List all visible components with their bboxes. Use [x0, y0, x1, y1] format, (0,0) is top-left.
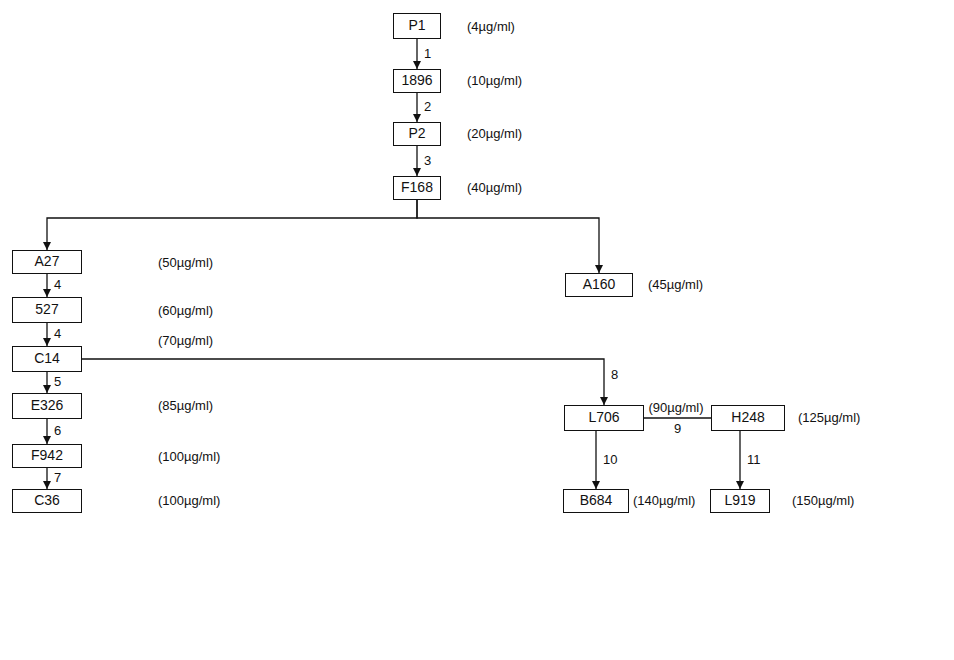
concentration-label: (50µg/ml) [158, 256, 213, 271]
concentration-label: (60µg/ml) [158, 304, 213, 319]
lineage-arrow [416, 93, 417, 122]
concentration-label: (45µg/ml) [648, 278, 703, 293]
strain-name: C36 [34, 493, 60, 508]
strain-box: E326 [12, 393, 82, 419]
concentration-label: (100µg/ml) [158, 450, 220, 465]
lineage-arrow [46, 419, 47, 444]
lineage-arrow [46, 323, 47, 346]
strain-box: P2 [393, 122, 441, 146]
strain-box: F168 [393, 176, 441, 200]
strain-box: L706 [564, 405, 644, 431]
strain-name: F942 [31, 448, 63, 463]
strain-box: 527 [12, 297, 82, 323]
step-number: 1 [423, 47, 432, 61]
strain-name: A27 [35, 254, 60, 269]
concentration-label: (85µg/ml) [158, 399, 213, 414]
strain-name: E326 [31, 398, 64, 413]
strain-box: C14 [12, 346, 82, 372]
concentration-label: (40µg/ml) [467, 181, 522, 196]
lineage-arrow [46, 274, 47, 297]
strain-name: A160 [583, 277, 616, 292]
strain-box: A160 [565, 273, 633, 297]
strain-name: P2 [408, 126, 425, 141]
strain-name: 1896 [401, 73, 432, 88]
step-number: 11 [746, 453, 762, 467]
step-number: 4 [53, 278, 62, 292]
step-number: 7 [53, 471, 62, 485]
strain-name: C14 [34, 351, 60, 366]
strain-name: H248 [731, 410, 764, 425]
lineage-arrow [644, 417, 711, 418]
step-number: 10 [602, 453, 618, 467]
concentration-label: (100µg/ml) [158, 494, 220, 509]
strain-name: P1 [408, 18, 425, 33]
strain-box: L919 [710, 489, 770, 513]
step-number: 6 [53, 424, 62, 438]
step-number: 8 [610, 368, 619, 382]
lineage-arrow [595, 431, 596, 489]
lineage-arrow [46, 372, 47, 393]
strain-name: B684 [580, 493, 613, 508]
step-number: 3 [423, 154, 432, 168]
lineage-arrow [416, 39, 417, 69]
concentration-label: (10µg/ml) [467, 74, 522, 89]
lineage-arrow [739, 431, 740, 489]
lineage-arrow [47, 200, 417, 250]
concentration-label: (4µg/ml) [467, 20, 515, 35]
lineage-arrow [416, 146, 417, 176]
step-number: 9 [673, 422, 682, 436]
strain-box: C36 [12, 489, 82, 513]
strain-box: F942 [12, 444, 82, 468]
strain-name: 527 [35, 302, 58, 317]
concentration-label: (150µg/ml) [792, 494, 854, 509]
strain-box: B684 [563, 489, 629, 513]
concentration-label: (70µg/ml) [158, 334, 213, 349]
strain-box: P1 [393, 13, 441, 39]
strain-box: 1896 [393, 69, 441, 93]
concentration-label: (140µg/ml) [633, 494, 695, 509]
concentration-label: (125µg/ml) [798, 411, 860, 426]
strain-box: A27 [12, 250, 82, 274]
step-number: 4 [53, 327, 62, 341]
step-number: 5 [53, 375, 62, 389]
step-number: 2 [423, 100, 432, 114]
concentration-label: (20µg/ml) [467, 127, 522, 142]
strain-box: H248 [711, 405, 785, 431]
strain-name: F168 [401, 180, 433, 195]
strain-name: L919 [724, 493, 755, 508]
lineage-arrow [46, 468, 47, 489]
lineage-arrow [417, 200, 599, 273]
concentration-label: (90µg/ml) [648, 401, 703, 416]
strain-name: L706 [588, 410, 619, 425]
